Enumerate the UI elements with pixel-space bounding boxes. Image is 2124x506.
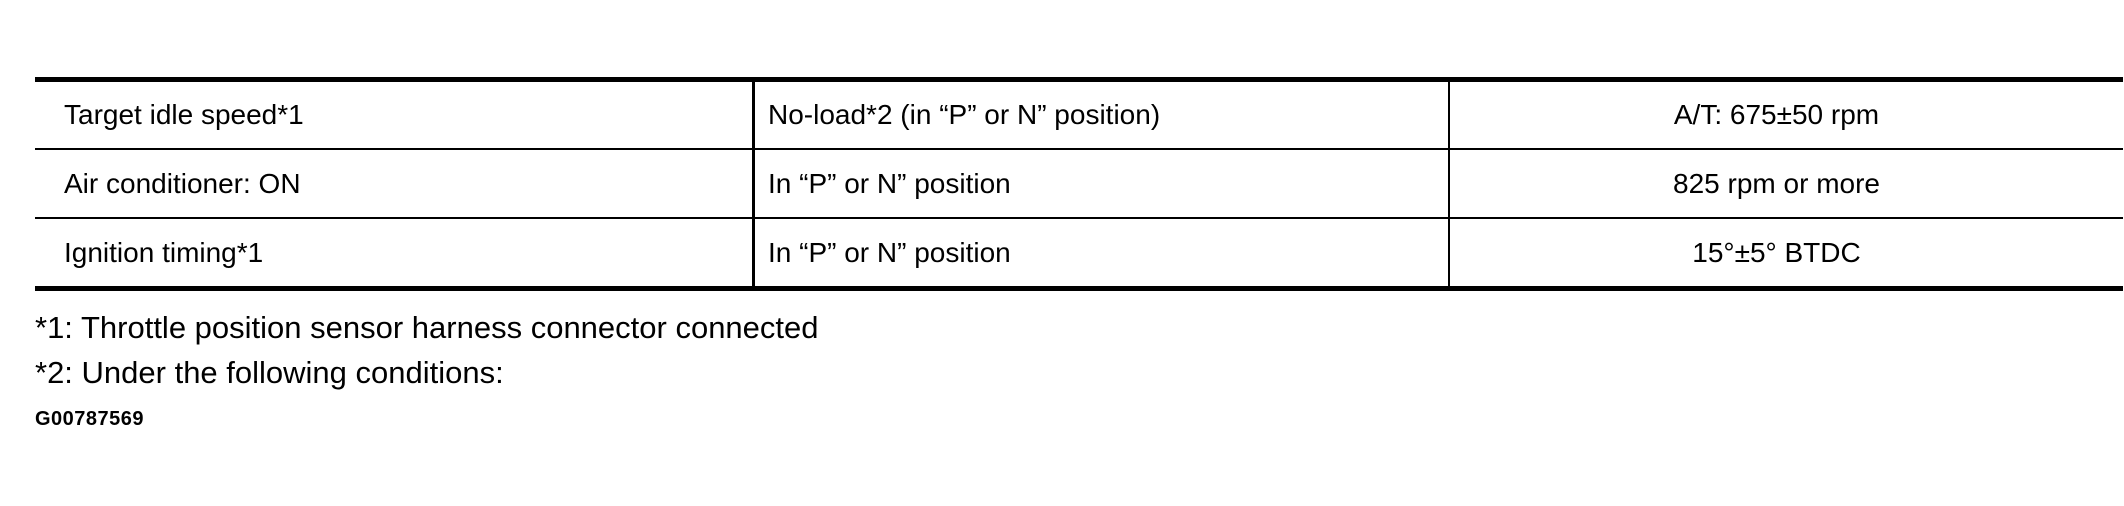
table-row: Ignition timing*1 In “P” or N” position … — [35, 218, 2123, 291]
item-cell: Ignition timing*1 — [35, 218, 755, 291]
figure-id: G00787569 — [35, 408, 145, 430]
condition-cell: In “P” or N” position — [753, 149, 1450, 219]
footnote-1: *1: Throttle position sensor harness con… — [35, 310, 819, 345]
condition-cell: In “P” or N” position — [753, 218, 1450, 291]
value-cell: 15°±5° BTDC — [1449, 218, 2123, 291]
table-row: Target idle speed*1 No-load*2 (in “P” or… — [35, 77, 2123, 150]
item-cell: Target idle speed*1 — [35, 77, 755, 150]
table-row: Air conditioner: ON In “P” or N” positio… — [35, 149, 2123, 219]
value-cell: A/T: 675±50 rpm — [1449, 77, 2123, 150]
item-cell: Air conditioner: ON — [35, 149, 755, 219]
value-cell: 825 rpm or more — [1449, 149, 2123, 219]
footnote-2: *2: Under the following conditions: — [35, 355, 504, 390]
idle-speed-spec-table: Target idle speed*1 No-load*2 (in “P” or… — [35, 77, 2123, 291]
condition-cell: No-load*2 (in “P” or N” position) — [753, 77, 1450, 150]
